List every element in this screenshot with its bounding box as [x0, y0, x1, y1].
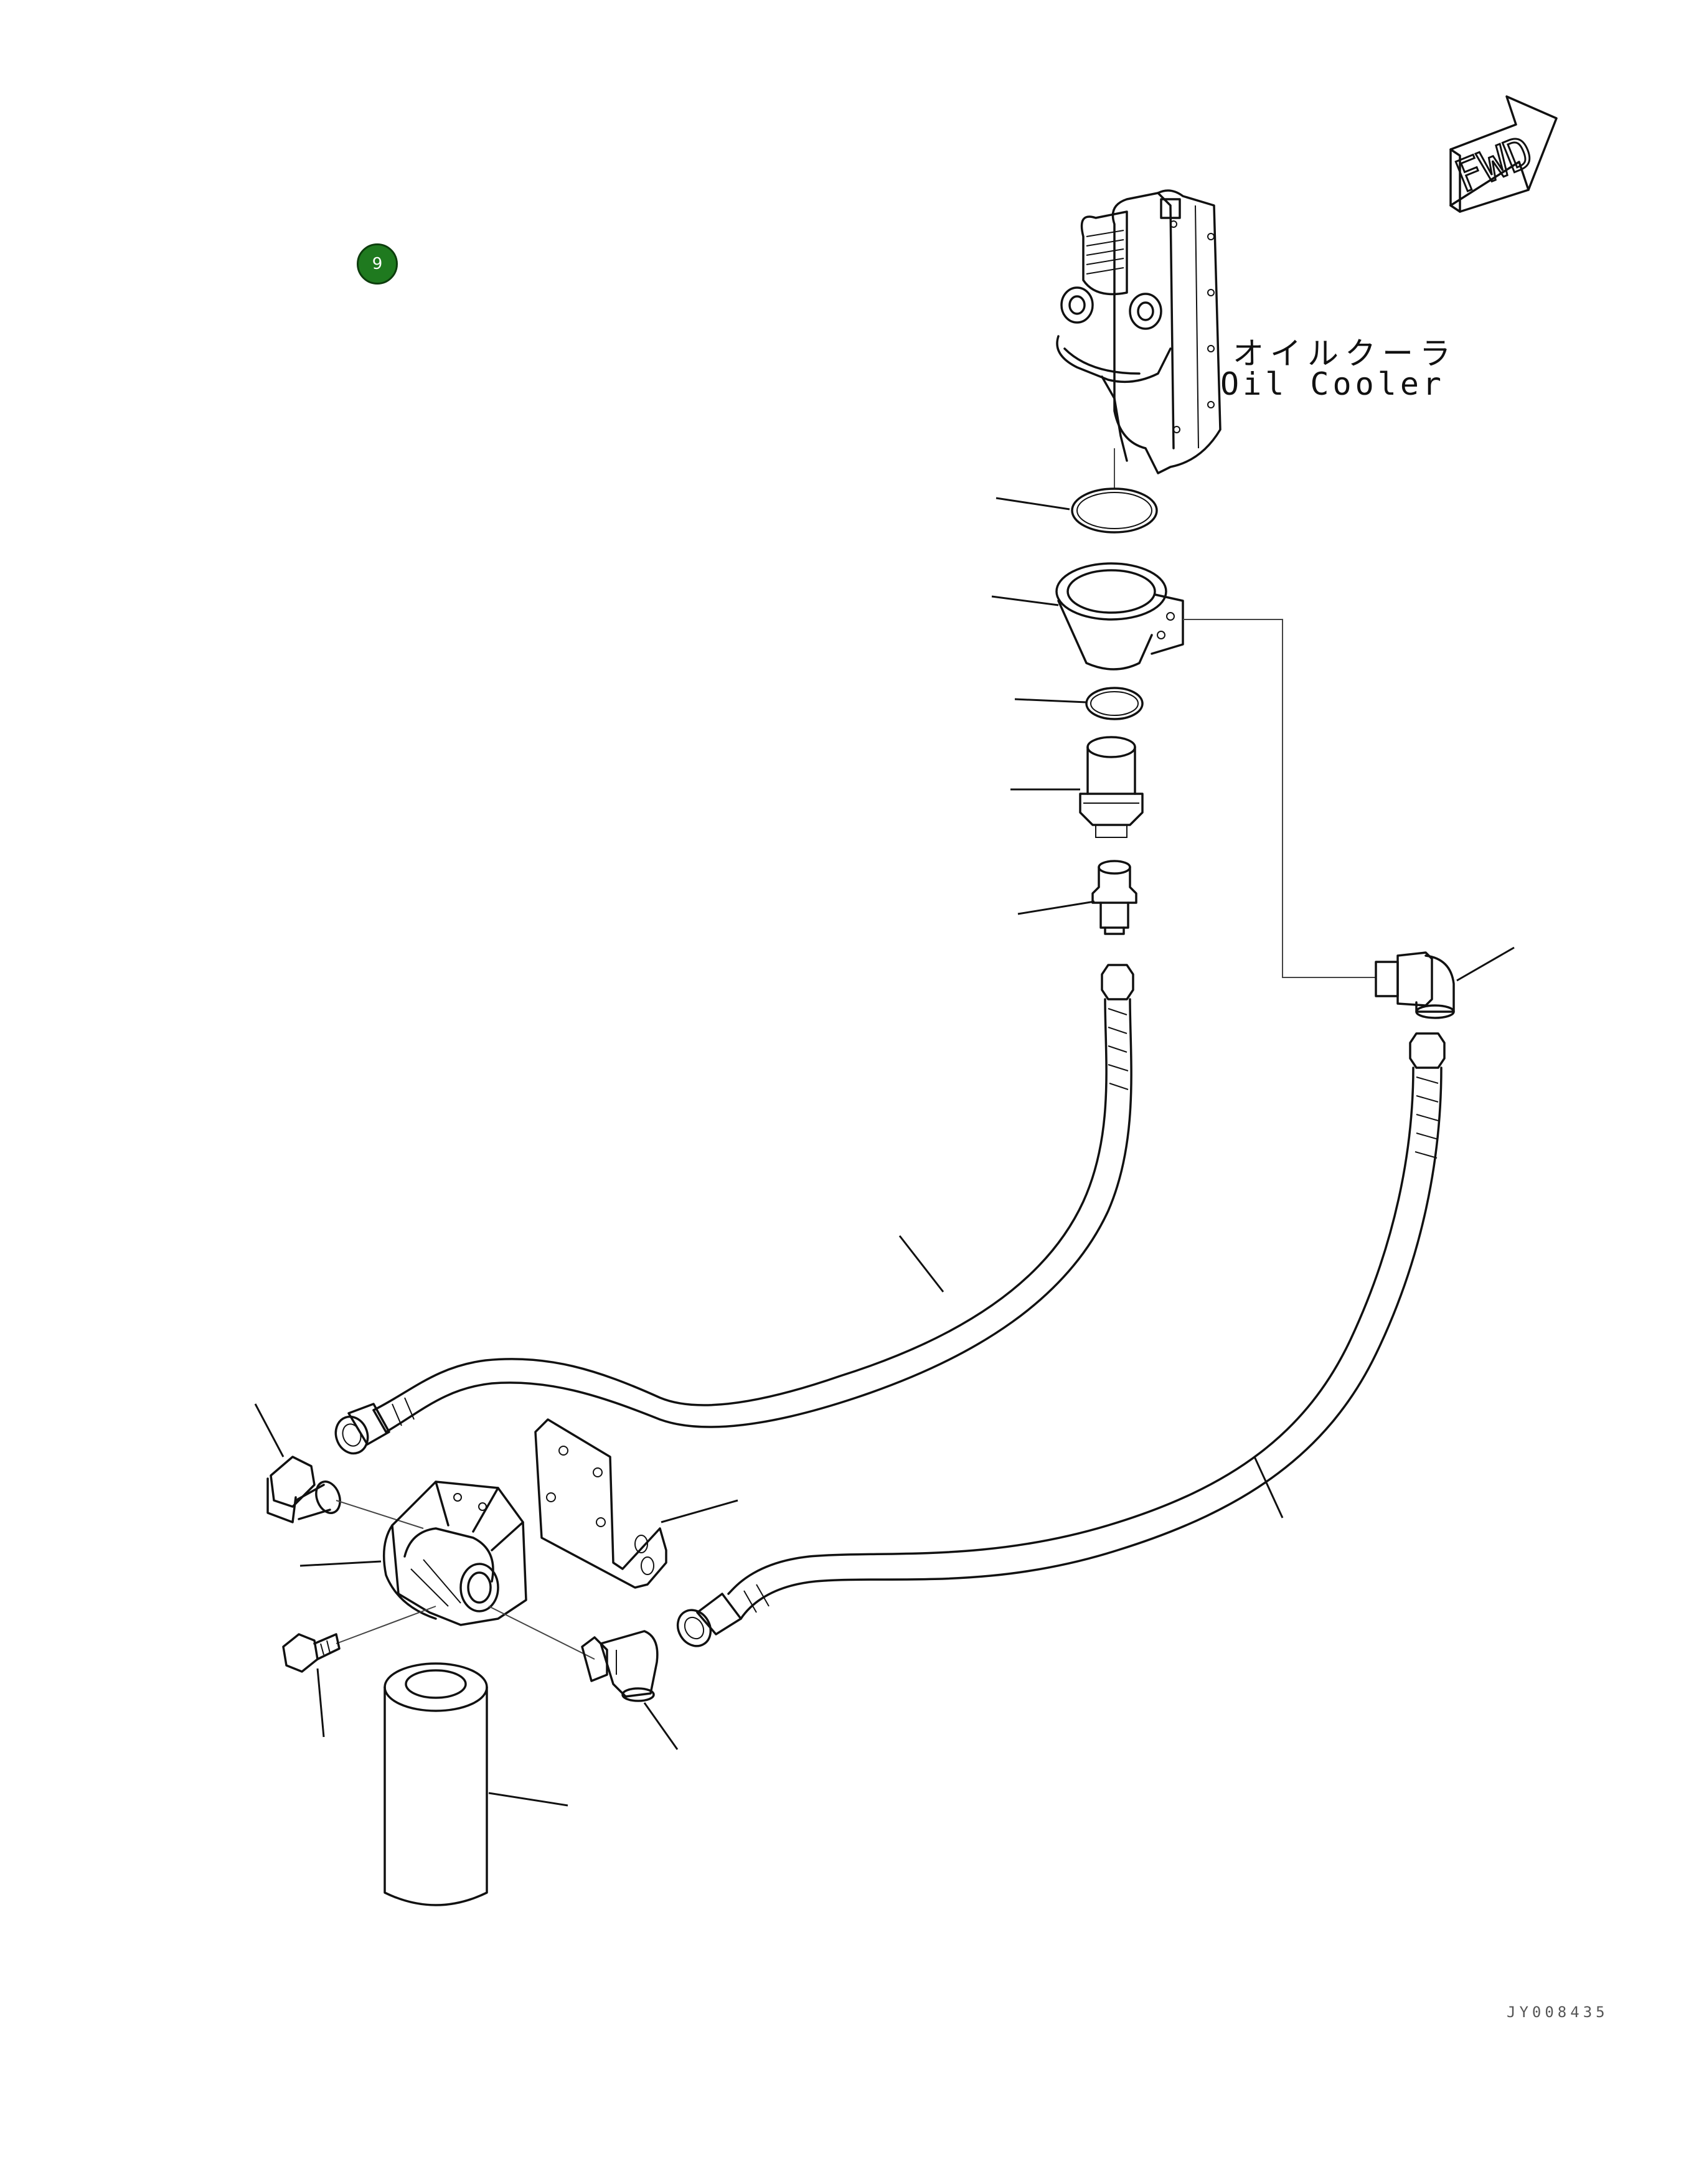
drawing-number: JY008435 [1507, 2003, 1609, 2021]
guide-bolt-to-head [336, 1606, 436, 1644]
o-ring-small [1085, 687, 1144, 720]
leader-mounting-bracket [661, 1499, 738, 1523]
guide-head-to-elbow [488, 1606, 595, 1660]
leader-elbow-fitting-left [254, 1403, 285, 1457]
oil-cooler-assembly [1056, 189, 1222, 474]
straight-connector [1091, 860, 1137, 935]
filter-head [382, 1480, 527, 1626]
leader-hose-right [1253, 1456, 1284, 1518]
flange-bolt [282, 1633, 341, 1673]
mounting-bracket [534, 1418, 667, 1589]
leader-elbow-fitting-bottom [643, 1702, 679, 1750]
elbow-fitting-right [1375, 951, 1455, 1019]
elbow-fitting-bottom [581, 1630, 659, 1702]
leader-filter-head [299, 1560, 382, 1567]
leader-adapter-housing [991, 595, 1059, 606]
leader-flange-bolt [316, 1668, 325, 1738]
hose-right [676, 1032, 1446, 1647]
filter-cartridge [384, 1662, 488, 1906]
leader-hose-left [898, 1235, 944, 1292]
elbow-fitting-left [266, 1456, 341, 1523]
leader-o-ring-large [996, 497, 1070, 511]
hose-left [334, 964, 1134, 1455]
o-ring-large [1071, 487, 1158, 534]
callout-number-badge[interactable]: 9 [357, 243, 398, 285]
guide-line-to-elbow [1183, 619, 1376, 978]
leader-filter-cartridge [488, 1792, 568, 1807]
leader-o-ring-small [1014, 698, 1087, 704]
leader-elbow-fitting-right [1456, 946, 1515, 982]
oil-cooler-label-en: Oil Cooler [1220, 366, 1446, 402]
threaded-nipple [1079, 736, 1144, 838]
oil-cooler-label-jp: オイルクーラ [1233, 336, 1457, 372]
filter-adapter-housing [1055, 562, 1184, 671]
fwd-arrow-icon: FWD [1447, 95, 1558, 213]
guide-elbow-to-head [336, 1500, 424, 1529]
leader-straight-connector [1017, 900, 1095, 915]
